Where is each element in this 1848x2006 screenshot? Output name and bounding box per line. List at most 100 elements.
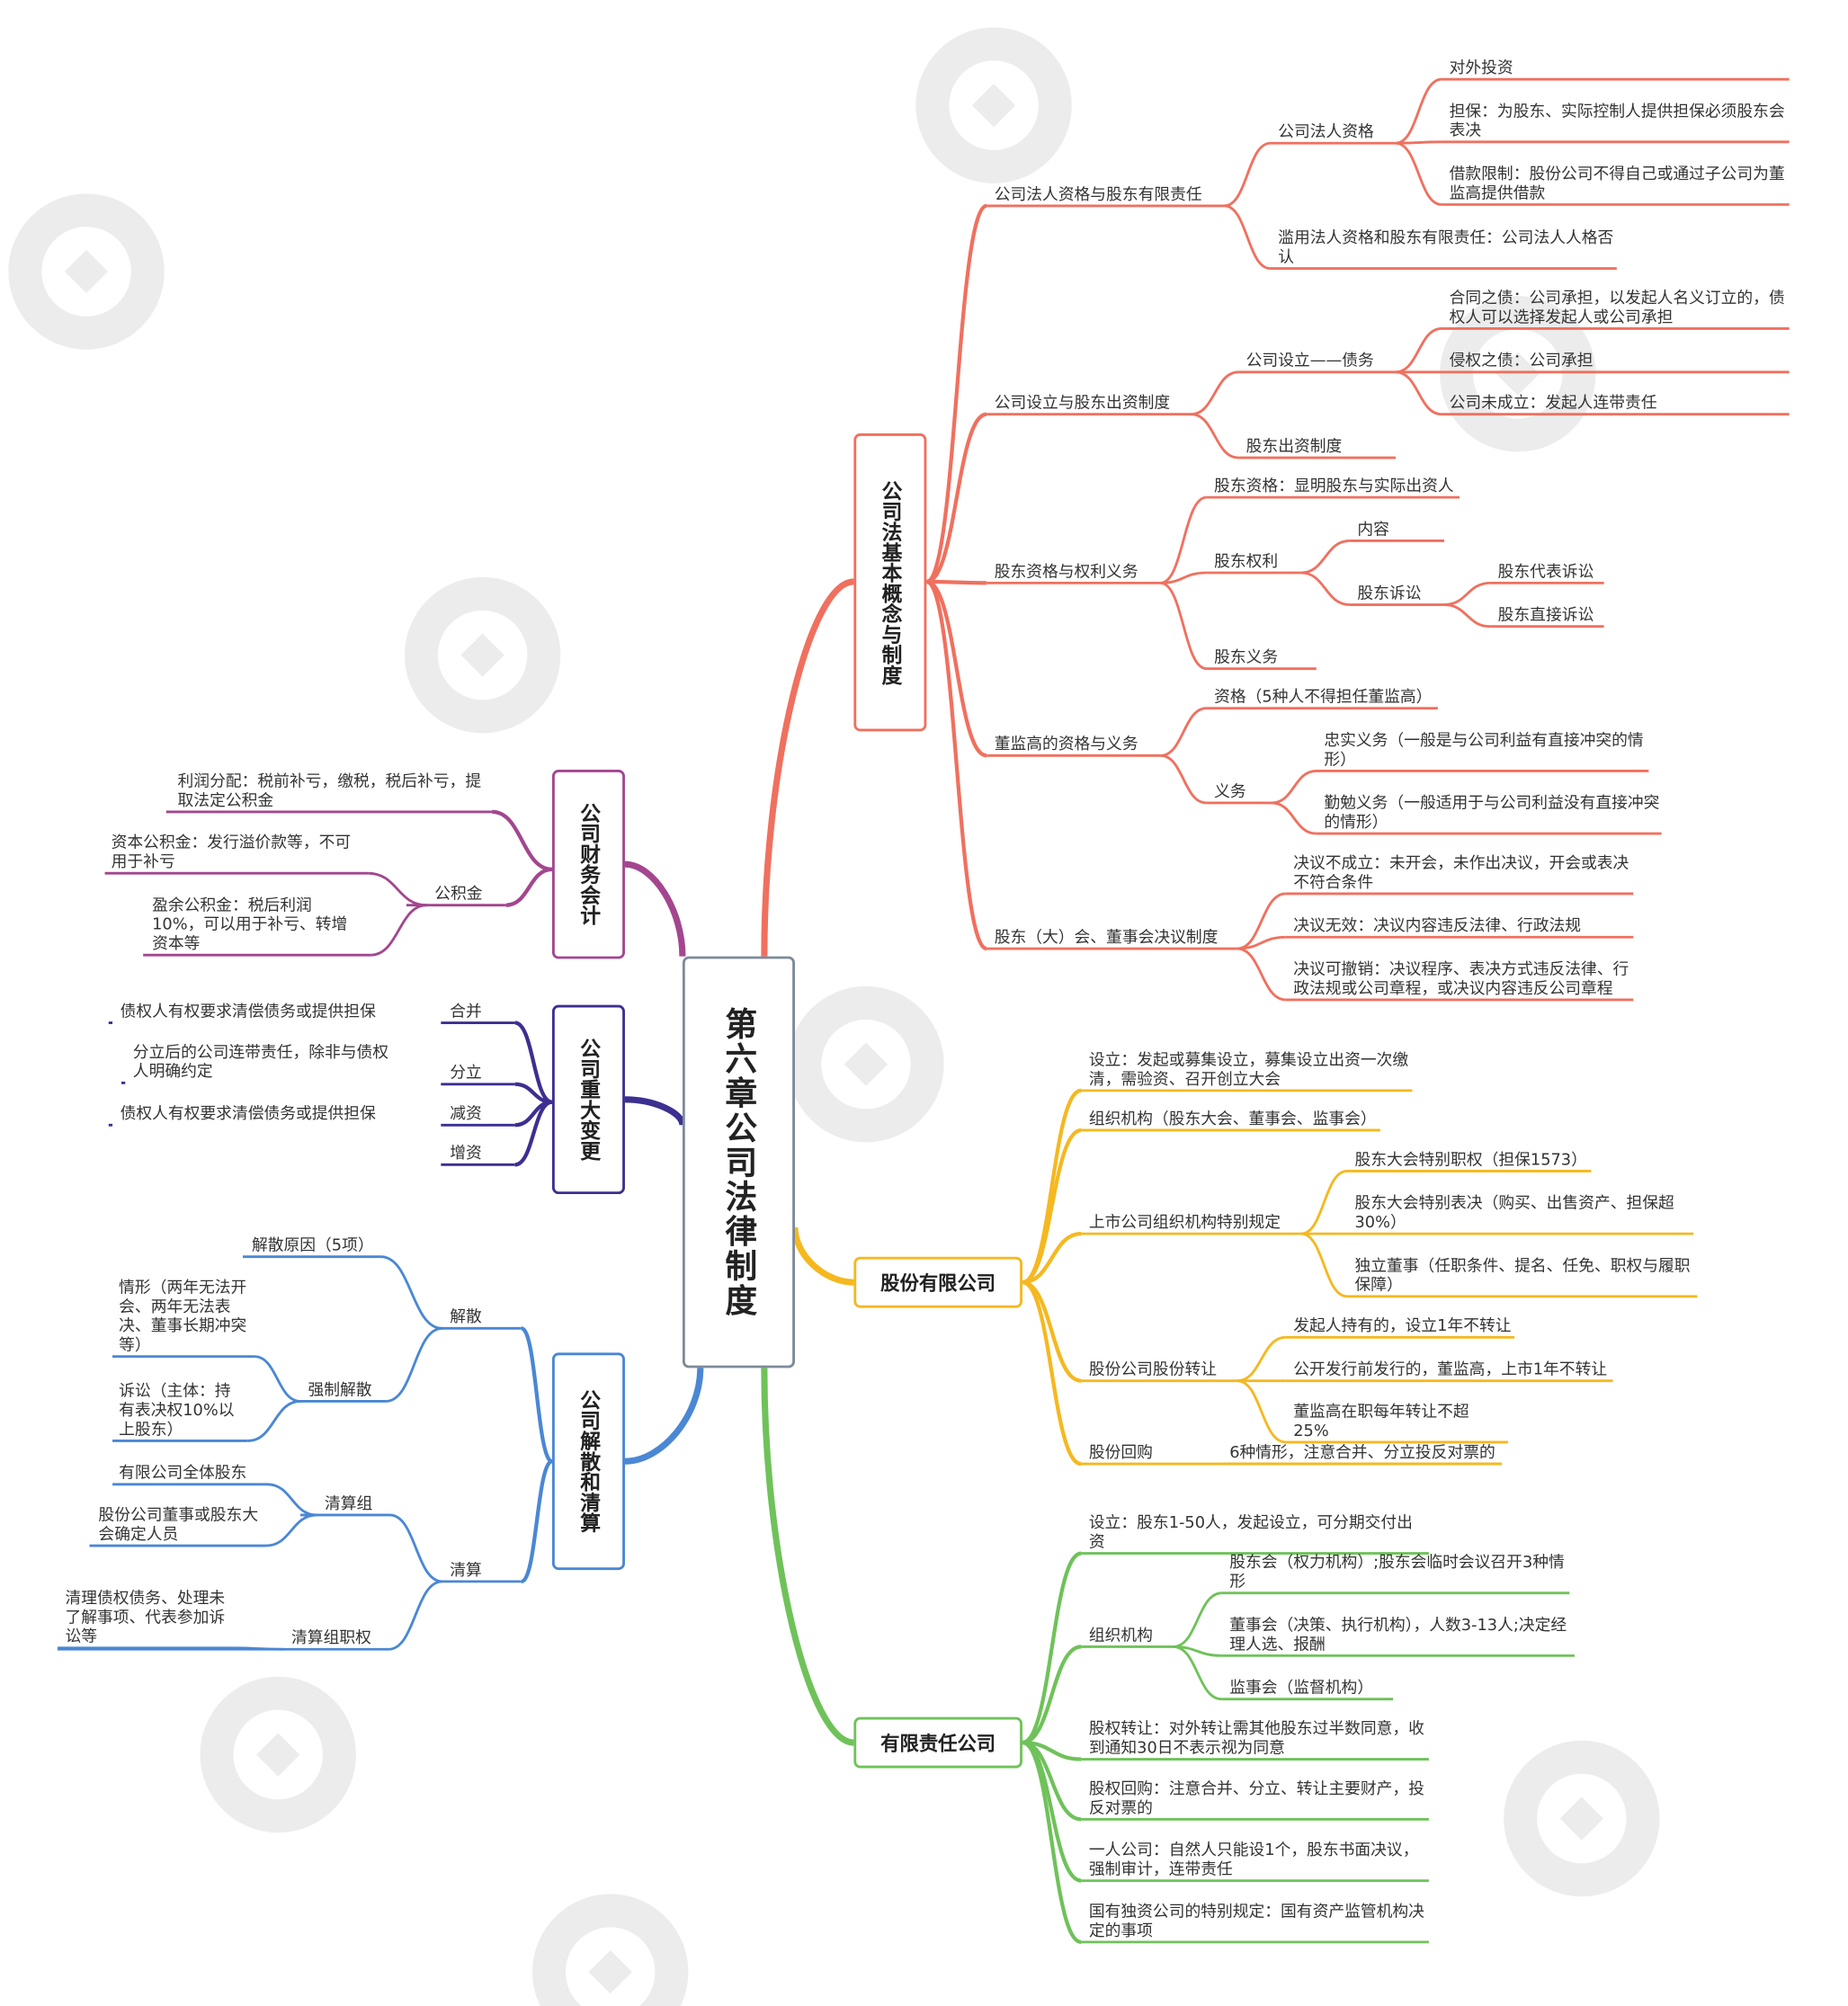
link-b5c (1236, 947, 1286, 1002)
node-c1a[interactable]: 债权人有权要求清偿债务或提供担保 (120, 1001, 376, 1021)
node-l4[interactable]: 股权回购：注意合并、分立、转让主要财产，投反对票的 (1088, 1778, 1424, 1817)
link-f2 (505, 867, 553, 907)
watermark-logo (404, 576, 561, 734)
link-b1a3 (1395, 141, 1442, 206)
node-b5c[interactable]: 决议可撤销：决议程序、表决方式违反法律、行政法规或公司章程，或决议内容违反公司章… (1293, 958, 1629, 998)
link-d2a1 (266, 1483, 317, 1517)
node-b3a[interactable]: 股东资格：显明股东与实际出资人 (1214, 475, 1454, 495)
branch-joint-stock[interactable]: 股份有限公司 (853, 1256, 1022, 1308)
node-j3c[interactable]: 独立董事（任职条件、提名、任免、职权与履职保障） (1354, 1255, 1691, 1294)
link-b3a (1160, 495, 1207, 584)
node-j3b[interactable]: 股东大会特别表决（购买、出售资产、担保超30%） (1354, 1192, 1674, 1232)
node-c3a[interactable]: 债权人有权要求清偿债务或提供担保 (120, 1103, 376, 1123)
node-b3b1[interactable]: 内容 (1357, 519, 1389, 539)
node-l3[interactable]: 股权转让：对外转让需其他股东过半数同意，收到通知30日不表示视为同意 (1088, 1718, 1424, 1757)
link-d2 (520, 1459, 554, 1584)
node-j5[interactable]: 股份回购 (1088, 1441, 1153, 1462)
node-j2[interactable]: 组织机构（股东大会、董事会、监事会） (1088, 1108, 1377, 1128)
center-topic[interactable]: 第六章公司法律制度 (682, 956, 795, 1369)
link-b1a (1224, 141, 1271, 208)
node-b2a1[interactable]: 合同之债：公司承担，以发起人名义订立的，债权人可以选择发起人或公司承担 (1449, 287, 1785, 326)
branch-llc[interactable]: 有限责任公司 (853, 1716, 1022, 1769)
node-d1b[interactable]: 强制解散 (308, 1379, 372, 1399)
node-l1[interactable]: 设立：股东1-50人，发起设立，可分期交付出资 (1088, 1512, 1413, 1551)
node-b3[interactable]: 股东资格与权利义务 (994, 561, 1138, 581)
node-d1b1[interactable]: 情形（两年无法开会、两年无法表决、董事长期冲突等） (119, 1277, 247, 1354)
node-c1[interactable]: 合并 (450, 1001, 482, 1021)
node-j4[interactable]: 股份公司股份转让 (1088, 1359, 1218, 1378)
node-b3b2[interactable]: 股东诉讼 (1357, 583, 1422, 602)
node-j5a[interactable]: 6种情形，注意合并、分立投反对票的 (1229, 1441, 1495, 1462)
node-d2b[interactable]: 清算组职权 (291, 1627, 371, 1647)
node-j4c[interactable]: 董监高在职每年转让不超25% (1293, 1401, 1469, 1440)
node-b5b[interactable]: 决议无效：决议内容违反法律、行政法规 (1293, 915, 1582, 935)
node-b4b2[interactable]: 勤勉义务（一般适用于与公司利益没有直接冲突的情形） (1324, 792, 1660, 832)
node-b1a[interactable]: 公司法人资格 (1278, 121, 1374, 141)
node-b5a[interactable]: 决议不成立：未开会，未作出决议，开会或表决不符合条件 (1293, 852, 1629, 892)
node-f2b[interactable]: 盈余公积金：税后利润10%，可以用于补亏、转增资本等 (152, 895, 348, 953)
link-b3b2 (1300, 571, 1350, 606)
node-b1b[interactable]: 滥用法人资格和股东有限责任：公司法人人格否认 (1278, 227, 1614, 266)
node-j4b[interactable]: 公开发行前发行的，董监高，上市1年不转让 (1293, 1359, 1608, 1378)
node-j3[interactable]: 上市公司组织机构特别规定 (1088, 1211, 1281, 1232)
link-b5 (925, 579, 988, 951)
node-c2[interactable]: 分立 (450, 1062, 482, 1082)
node-l2a[interactable]: 股东会（权力机构）;股东会临时会议召开3种情形 (1229, 1552, 1565, 1591)
node-b1a1[interactable]: 对外投资 (1449, 57, 1513, 77)
node-c3[interactable]: 减资 (450, 1103, 482, 1123)
node-c4[interactable]: 增资 (450, 1143, 482, 1163)
node-d1a[interactable]: 解散原因（5项） (251, 1235, 374, 1254)
branch-dissolution[interactable]: 公司解散和清算 (551, 1352, 625, 1571)
node-b4b1[interactable]: 忠实义务（一般是与公司利益有直接冲突的情形） (1324, 729, 1644, 769)
branch-basics[interactable]: 公司法基本概念与制度 (853, 433, 927, 732)
trunk-dis (624, 1368, 704, 1465)
link-d2a (389, 1513, 442, 1583)
node-d2a2[interactable]: 股份公司董事或股东大会确定人员 (98, 1504, 259, 1544)
link-c1 (514, 1021, 553, 1104)
node-b2a2[interactable]: 侵权之债：公司承担 (1449, 350, 1594, 370)
node-b3c[interactable]: 股东义务 (1214, 646, 1279, 666)
node-f1[interactable]: 利润分配：税前补亏，缴税，税后补亏，提取法定公积金 (177, 771, 482, 810)
node-b2a3[interactable]: 公司未成立：发起人连带责任 (1449, 392, 1657, 412)
branch-finance[interactable]: 公司财务会计 (551, 769, 625, 959)
node-d1[interactable]: 解散 (450, 1306, 482, 1326)
node-d2b1[interactable]: 清理债权债务、处理未了解事项、代表参加诉讼等 (65, 1587, 226, 1645)
node-c2a[interactable]: 分立后的公司连带责任，除非与债权人明确约定 (132, 1041, 389, 1081)
trunk-chg (624, 1096, 686, 1126)
node-d1b2[interactable]: 诉讼（主体：持有表决权10%以上股东） (119, 1380, 235, 1439)
node-l2c[interactable]: 监事会（监督机构） (1229, 1677, 1374, 1697)
node-b1[interactable]: 公司法人资格与股东有限责任 (994, 183, 1202, 204)
node-l6[interactable]: 国有独资公司的特别规定：国有资产监管机构决定的事项 (1088, 1901, 1424, 1940)
node-b4a[interactable]: 资格（5种人不得担任董监高） (1214, 686, 1433, 706)
node-b1a3[interactable]: 借款限制：股份公司不得自己或通过子公司为董监高提供借款 (1449, 164, 1785, 202)
node-b2[interactable]: 公司设立与股东出资制度 (994, 392, 1171, 412)
link-j4a (1236, 1335, 1286, 1383)
node-b5[interactable]: 股东（大）会、董事会决议制度 (994, 926, 1219, 947)
node-b3b2a[interactable]: 股东代表诉讼 (1497, 561, 1594, 581)
node-b2b[interactable]: 股东出资制度 (1245, 435, 1343, 456)
link-b3b2a (1443, 581, 1491, 606)
node-j4a[interactable]: 发起人持有的，设立1年不转让 (1293, 1315, 1512, 1335)
node-l5[interactable]: 一人公司：自然人只能设1个，股东书面决议，强制审计，连带责任 (1088, 1840, 1419, 1878)
node-l2b[interactable]: 董事会（决策、执行机构），人数3-13人;决定经理人选、报酬 (1229, 1614, 1567, 1654)
link-j3c (1300, 1232, 1348, 1298)
link-d1b1 (254, 1355, 301, 1403)
link-c4 (514, 1100, 553, 1167)
node-b4b[interactable]: 义务 (1214, 780, 1246, 801)
node-b3b2b[interactable]: 股东直接诉讼 (1497, 604, 1594, 624)
node-j3a[interactable]: 股东大会特别职权（担保1573） (1354, 1149, 1587, 1169)
node-d2[interactable]: 清算 (450, 1559, 482, 1580)
node-d2a[interactable]: 清算组 (324, 1493, 373, 1513)
node-f2a[interactable]: 资本公积金：发行溢价款等，不可用于补亏 (111, 832, 352, 871)
link-b2a (1191, 370, 1239, 416)
node-f2[interactable]: 公积金 (434, 883, 483, 903)
node-b1a2[interactable]: 担保：为股东、实际控制人提供担保必须股东会表决 (1449, 101, 1785, 139)
node-d2a1[interactable]: 有限公司全体股东 (119, 1462, 247, 1482)
node-l2[interactable]: 组织机构 (1088, 1625, 1153, 1645)
branch-changes[interactable]: 公司重大变更 (551, 1004, 625, 1195)
node-b2a[interactable]: 公司设立——债务 (1245, 350, 1374, 370)
node-b3b[interactable]: 股东权利 (1214, 550, 1279, 571)
node-b4[interactable]: 董监高的资格与义务 (994, 734, 1138, 753)
node-j1[interactable]: 设立：发起或募集设立，募集设立出资一次缴清，需验资、召开创立大会 (1088, 1049, 1409, 1089)
